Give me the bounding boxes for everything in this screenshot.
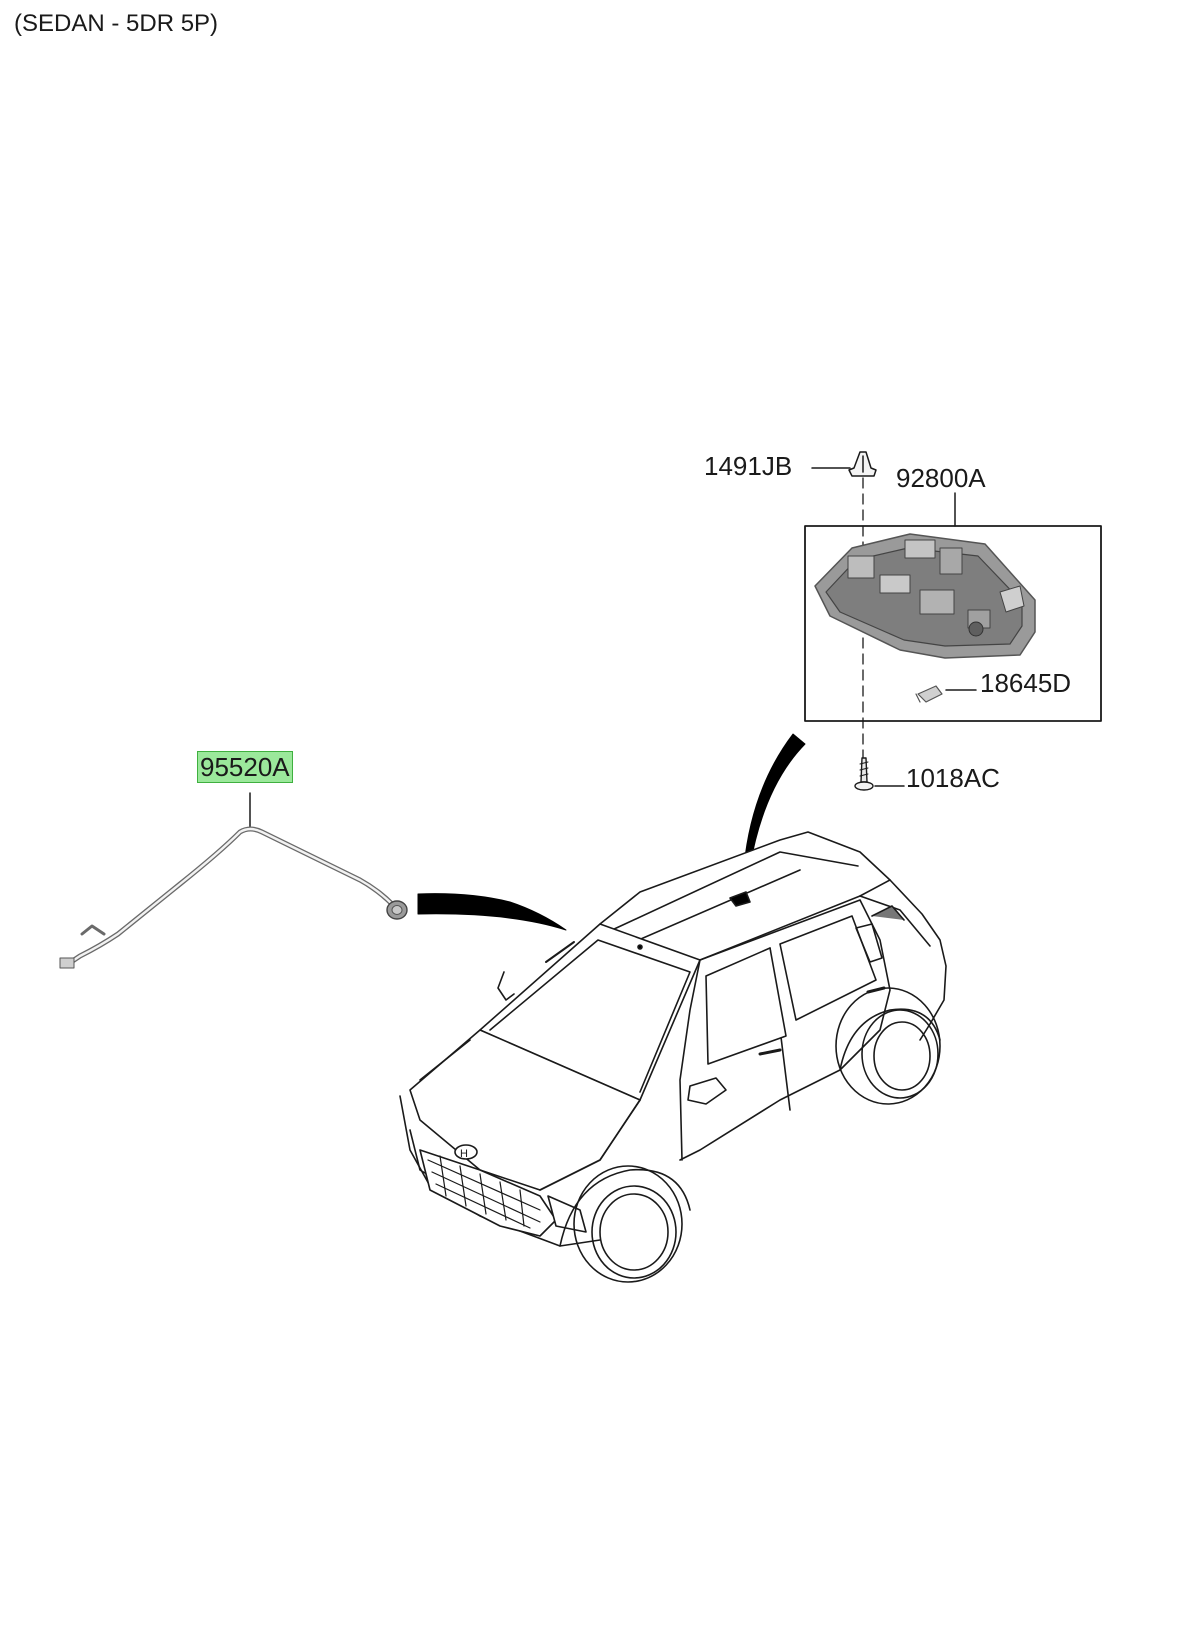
screw-1018ac <box>854 757 874 791</box>
clip-1491jb <box>848 451 877 477</box>
part-label-1018ac[interactable]: 1018AC <box>906 763 1000 793</box>
pointer-arrow-harness <box>417 893 567 931</box>
wiring-harness-95520a <box>59 826 408 969</box>
diagram-title: (SEDAN - 5DR 5P) <box>14 10 219 37</box>
part-label-92800a[interactable]: 92800A <box>896 463 986 493</box>
part-label-95520a[interactable]: 95520A <box>197 751 293 783</box>
part-label-1491jb[interactable]: 1491JB <box>704 451 793 481</box>
room-lamp-housing <box>814 533 1036 659</box>
bulb-18645d <box>915 685 943 703</box>
svg-text:H: H <box>460 1148 468 1160</box>
lamp-detail-box <box>804 525 1102 722</box>
vehicle-outline: H <box>399 831 947 1283</box>
part-label-18645d[interactable]: 18645D <box>980 668 1072 698</box>
